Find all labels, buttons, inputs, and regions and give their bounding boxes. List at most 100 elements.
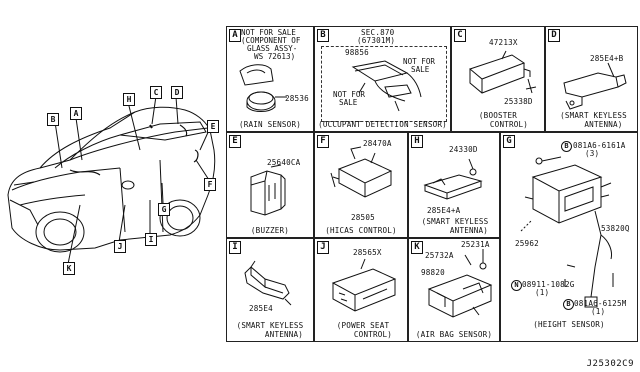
- part-number-top: 24330D: [449, 145, 478, 154]
- not-for-sale-2b: SALE: [339, 98, 358, 107]
- ref-mark-3: B: [563, 299, 574, 310]
- not-for-sale-2: NOT FOR: [333, 90, 366, 99]
- part-number-bottom: 28505: [351, 213, 375, 222]
- note-line-2: (COMPONENT OF: [241, 36, 301, 45]
- panel-letter: A: [229, 29, 241, 42]
- panel-d-smart-keyless-antenna[interactable]: D 285E4+B (SMART KEYLESS ANTENNA): [545, 26, 638, 132]
- part-number-top: 28470A: [363, 139, 392, 148]
- panel-letter: C: [454, 29, 466, 42]
- part-number: 28565X: [353, 248, 382, 257]
- panel-letter: K: [411, 241, 423, 254]
- part-number: 285E4: [249, 304, 273, 313]
- panel-j-power-seat-control[interactable]: J 28565X (POWER SEAT CONTROL): [314, 238, 408, 342]
- panel-c-booster-control[interactable]: C 47213X 25338D (BOOSTER CONTROL): [451, 26, 545, 132]
- callout-k[interactable]: K: [63, 262, 75, 275]
- not-for-sale-box: [321, 46, 447, 122]
- part-number-top: 47213X: [489, 38, 518, 47]
- callout-c[interactable]: C: [150, 86, 162, 99]
- part-number: 98856: [345, 48, 369, 57]
- rain-sensor-drawing: [239, 64, 287, 112]
- section-ref-sub: (67301M): [357, 36, 396, 45]
- panel-letter: I: [229, 241, 241, 254]
- ref-part-3-qty: (1): [591, 307, 606, 316]
- antenna-h-drawing: [423, 158, 483, 200]
- part-number-bottom: 25338D: [504, 97, 533, 106]
- panel-e-buzzer[interactable]: E 25640CA (BUZZER): [226, 132, 314, 238]
- air-bag-sensor-drawing: [427, 249, 493, 318]
- part-number: 25640CA: [267, 158, 301, 167]
- panel-caption: (HEIGHT SENSOR): [533, 320, 605, 329]
- panel-f-hicas-control[interactable]: F 28470A 28505 (HICAS CONTROL): [314, 132, 408, 238]
- vehicle-illustration: [7, 95, 216, 265]
- part-number: 28536: [285, 94, 309, 103]
- part-number: 285E4+B: [590, 54, 624, 63]
- panel-letter: H: [411, 135, 423, 148]
- antenna-d-drawing: [563, 62, 627, 110]
- callout-h[interactable]: H: [123, 93, 135, 106]
- panel-caption: (RAIN SENSOR): [238, 120, 302, 129]
- ref-part-2: 08911-1082G: [522, 280, 575, 289]
- panel-letter: D: [548, 29, 560, 42]
- panel-letter: F: [317, 135, 329, 148]
- hicas-control-drawing: [330, 146, 393, 198]
- note-line-1: NOT FOR SALE: [241, 28, 296, 37]
- callout-j[interactable]: J: [114, 240, 126, 253]
- ref-mark-2: N: [511, 280, 522, 291]
- part-number-2: 53820Q: [601, 224, 630, 233]
- part-number-bottom: 285E4+A: [427, 206, 461, 215]
- panel-caption-1: (SMART KEYLESS: [421, 217, 489, 226]
- height-sensor-drawing: [520, 156, 614, 308]
- part-number-1: 25231A: [461, 240, 490, 249]
- callout-b[interactable]: B: [47, 113, 59, 126]
- ref-part-3: 081A6-6125M: [574, 299, 627, 308]
- booster-control-drawing: [468, 50, 537, 94]
- panel-caption-1: (SMART KEYLESS: [560, 111, 627, 120]
- panel-i-smart-keyless-antenna[interactable]: I 285E4 (SMART KEYLESS ANTENNA): [226, 238, 314, 342]
- part-number-2: 25732A: [425, 251, 454, 260]
- ref-part-2-qty: (1): [535, 288, 550, 297]
- callout-g[interactable]: G: [158, 203, 170, 216]
- ref-mark-1: B: [561, 141, 572, 152]
- diagram-id: J25302C9: [586, 359, 634, 369]
- callout-f[interactable]: F: [204, 178, 216, 191]
- callout-a[interactable]: A: [70, 107, 82, 120]
- power-seat-control-drawing: [331, 258, 397, 312]
- panel-caption-2: ANTENNA): [264, 330, 304, 339]
- panel-k-air-bag-sensor[interactable]: K 25231A 25732A 98820 (AIR BAG SENSOR): [408, 238, 500, 342]
- panel-caption-2: ANTENNA): [584, 120, 623, 129]
- not-for-sale-1b: SALE: [411, 65, 430, 74]
- panel-letter: G: [503, 135, 515, 148]
- occupant-sensor-drawing: [351, 60, 422, 112]
- panel-caption-2: CONTROL): [489, 120, 529, 129]
- panel-caption-1: (SMART KEYLESS: [236, 321, 304, 330]
- panel-g-height-sensor[interactable]: G B 081A6-6161A (3) 25962 53820Q N 08911…: [500, 132, 638, 342]
- panel-caption: (HICAS CONTROL): [325, 226, 397, 235]
- note-line-4: WS 72613): [254, 52, 296, 61]
- part-number-3: 98820: [421, 268, 445, 277]
- panel-caption: (BUZZER): [250, 226, 290, 235]
- panel-caption-2: ANTENNA): [449, 226, 489, 235]
- panel-a-rain-sensor[interactable]: A NOT FOR SALE (COMPONENT OF GLASS ASSY-…: [226, 26, 314, 132]
- panel-b-occupant-detection[interactable]: B SEC.870 (67301M) 98856 NOT FOR SALE NO…: [314, 26, 451, 132]
- callout-e[interactable]: E: [207, 120, 219, 133]
- callout-i[interactable]: I: [145, 233, 157, 246]
- panel-caption: (OCCUPANT DETECTION SENSOR): [318, 120, 447, 129]
- part-number-1: 25962: [515, 239, 539, 248]
- panel-letter: J: [317, 241, 329, 254]
- ref-part-1: 081A6-6161A: [573, 141, 626, 150]
- note-line-3: GLASS ASSY-: [247, 44, 298, 53]
- panel-caption-2: CONTROL): [353, 330, 393, 339]
- section-ref: SEC.870: [361, 28, 395, 37]
- panel-letter: B: [317, 29, 329, 42]
- antenna-i-drawing: [244, 260, 292, 306]
- buzzer-drawing: [250, 164, 286, 216]
- panel-caption-1: (POWER SEAT: [336, 321, 390, 330]
- panel-letter: E: [229, 135, 241, 148]
- not-for-sale-1: NOT FOR: [403, 57, 436, 66]
- callout-d[interactable]: D: [171, 86, 183, 99]
- panel-h-smart-keyless-antenna[interactable]: H 24330D 285E4+A (SMART KEYLESS ANTENNA): [408, 132, 500, 238]
- ref-part-1-qty: (3): [585, 149, 600, 158]
- panel-caption-1: (BOOSTER: [478, 111, 518, 120]
- panel-caption: (AIR BAG SENSOR): [415, 330, 493, 339]
